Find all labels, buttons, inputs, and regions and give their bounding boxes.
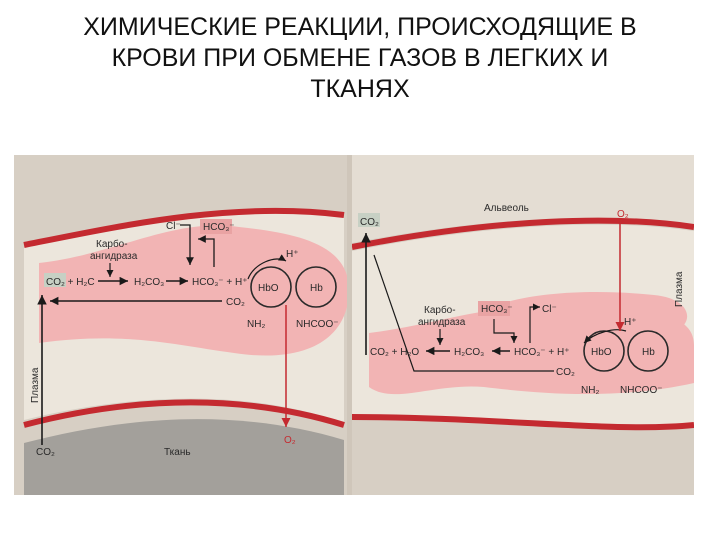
gas-exchange-diagram: Карбо- ангидраза Cl⁻ HCO₃⁻ H⁺ CO₂ + H₂C …	[14, 155, 694, 495]
tissue-enzyme-label-1: Карбо-	[96, 238, 128, 250]
tissue-h-binding-arrow	[247, 254, 287, 280]
tissue-wall-bottom	[23, 399, 345, 428]
tissue-bottom-label: Ткань	[164, 447, 191, 458]
lung-co2-top-label: CO₂	[360, 217, 379, 228]
tissue-o2-bottom-label: O₂	[284, 435, 296, 446]
tissue-cl-in-arrow	[180, 224, 194, 265]
slide-title: ХИМИЧЕСКИЕ РЕАКЦИИ, ПРОИСХОДЯЩИЕ В КРОВИ…	[20, 12, 700, 105]
tissue-panel: Карбо- ангидраза Cl⁻ HCO₃⁻ H⁺ CO₂ + H₂C …	[23, 207, 349, 495]
tissue-block	[24, 419, 344, 495]
lung-o2-top-label: O₂	[617, 209, 629, 220]
title-line-2: КРОВИ ПРИ ОБМЕНЕ ГАЗОВ В ЛЕГКИХ И	[111, 44, 609, 72]
lung-cl-out-arrow	[529, 303, 540, 343]
lung-cl-label: Cl⁻	[542, 304, 557, 315]
lung-hco3-h-label: HCO₃⁻ + H⁺	[514, 347, 569, 358]
lung-hb-circle	[627, 330, 669, 372]
tissue-hco3-box	[200, 219, 232, 234]
tissue-co2-mid-label: CO₂	[226, 297, 245, 308]
tissue-hbo-label: HbO	[258, 283, 279, 294]
lung-co2-mid-label: CO₂	[556, 367, 575, 378]
lung-h2co3-label: H₂CO₃	[454, 347, 484, 358]
tissue-hco3-top-label: HCO₃⁻	[203, 222, 235, 233]
lung-nhcoo-label: NHCOO⁻	[620, 385, 663, 396]
lung-co2-box	[358, 213, 380, 227]
lung-nh2-label: NH₂	[581, 385, 599, 396]
tissue-cl-label: Cl⁻	[166, 221, 181, 232]
tissue-nh2-label: NH₂	[247, 319, 265, 330]
lung-hb-label: Hb	[642, 347, 655, 358]
title-line-1: ХИМИЧЕСКИЕ РЕАКЦИИ, ПРОИСХОДЯЩИЕ В	[83, 13, 637, 41]
lung-wall-bottom	[351, 414, 694, 431]
tissue-h-plus-label: H⁺	[286, 249, 299, 260]
tissue-hco3-out-arrow	[198, 235, 215, 267]
lung-hco3-in-arrow	[493, 319, 518, 343]
lung-side-label: Плазма	[674, 271, 685, 307]
tissue-equation-left: CO₂ + H₂C	[46, 277, 95, 288]
lung-erythrocyte-upper	[464, 292, 688, 337]
tissue-hb-circle	[295, 266, 337, 308]
lung-alveolus	[352, 155, 694, 243]
lung-enzyme-label-2: ангидраза	[418, 317, 466, 328]
lung-panel: CO₂ Альвеоль O₂ Плазма HCO₃⁻ Cl⁻ Карбо- …	[351, 155, 694, 431]
lung-hco3-label: HCO₃⁻	[481, 304, 513, 315]
tissue-nhcoo-label: NHCOO⁻	[296, 319, 339, 330]
tissue-erythrocyte	[39, 225, 349, 356]
lung-wall-top	[351, 217, 694, 250]
lung-hbo-circle	[583, 330, 625, 372]
panel-divider	[347, 155, 352, 495]
tissue-enzyme-label-2: ангидраза	[90, 251, 138, 262]
lung-hbo-label: HbO	[591, 347, 612, 358]
lung-enzyme-label-1: Карбо-	[424, 304, 456, 316]
lung-hco3-box	[478, 301, 510, 316]
tissue-wall-top	[23, 207, 345, 248]
tissue-co2-box	[44, 273, 66, 287]
lung-equation-left: CO₂ + H₂O	[370, 347, 419, 358]
lung-co2-return-line	[373, 254, 554, 372]
lung-top-label: Альвеоль	[484, 203, 529, 214]
tissue-side-label: Плазма	[30, 367, 41, 403]
lung-h-plus-label: H⁺	[624, 317, 637, 328]
tissue-co2-bottom-label: CO₂	[36, 447, 55, 458]
tissue-hbo-circle	[250, 266, 292, 308]
tissue-hb-label: Hb	[310, 283, 323, 294]
title-line-3: ТКАНЯХ	[310, 75, 410, 103]
tissue-h2co3-label: H₂CO₃	[134, 277, 164, 288]
tissue-hco3-h-label: HCO₃⁻ + H⁺	[192, 277, 247, 288]
